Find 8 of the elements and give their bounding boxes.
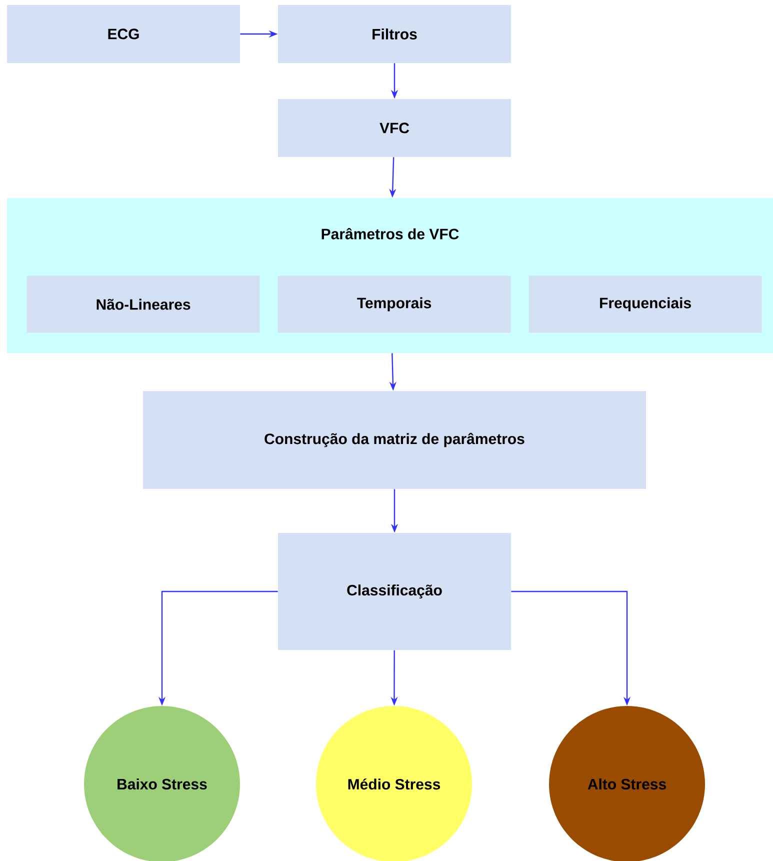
process-box: Classificação (278, 533, 511, 650)
process-box: VFC (278, 99, 511, 157)
process-box: Filtros (278, 5, 511, 63)
process-box: Não-Lineares (26, 276, 260, 333)
process-box: Temporais (278, 276, 511, 333)
process-box: Construção da matriz de parâmetros (143, 391, 646, 489)
process-box: ECG (7, 5, 240, 63)
process-box: Frequenciais (528, 276, 762, 333)
